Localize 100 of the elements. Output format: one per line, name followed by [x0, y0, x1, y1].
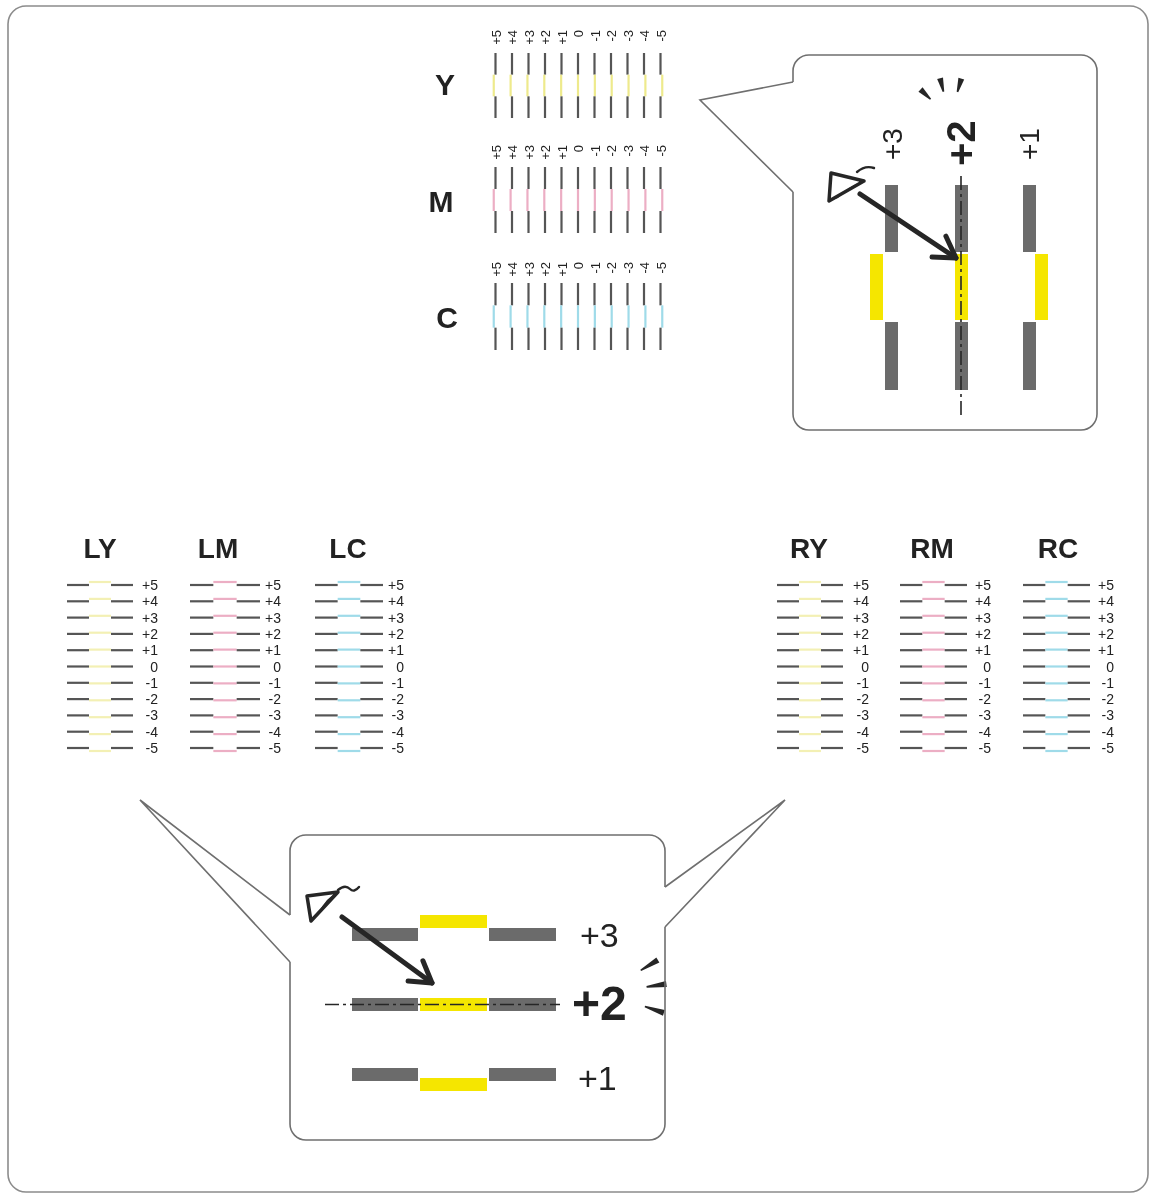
scale-number: +3 [265, 610, 281, 625]
scale-number: -3 [391, 708, 404, 723]
callout-box [793, 55, 1097, 430]
scale-number: +4 [1098, 594, 1114, 609]
scale-number: +1 [1098, 643, 1114, 658]
scale-number: -2 [145, 692, 158, 707]
scale-number: +5 [489, 262, 502, 277]
scale-number: -1 [856, 675, 869, 690]
scale-number: 0 [273, 659, 281, 674]
scale-number: -1 [588, 30, 601, 42]
scale-number: -1 [268, 675, 281, 690]
scale-number: -2 [604, 145, 618, 157]
scale-number: +5 [1098, 578, 1114, 592]
scale-number: -3 [978, 708, 991, 723]
scale-number: -1 [978, 675, 991, 690]
scale-number: +3 [975, 610, 991, 625]
scale-number: +3 [522, 262, 535, 277]
scale-number: -1 [588, 145, 601, 157]
scale-number: +3 [853, 610, 869, 625]
scale-number: -2 [1101, 692, 1114, 707]
scale-number: -2 [604, 30, 618, 42]
callout-box [290, 835, 665, 1140]
scale-number: +5 [975, 578, 991, 592]
scale-number: +2 [265, 626, 281, 641]
scale-number: +2 [941, 120, 981, 166]
scale-number: -5 [1101, 741, 1114, 755]
pattern-heading: Y [435, 70, 455, 100]
scale-number: +2 [975, 626, 991, 641]
scale-number: -3 [145, 708, 158, 723]
scale-number: +3 [580, 918, 619, 952]
scale-number: +3 [879, 128, 907, 160]
pattern-heading: RY [790, 535, 828, 563]
scale-number: +2 [572, 980, 627, 1028]
scale-number: +2 [1098, 626, 1114, 641]
scale-number: +2 [853, 626, 869, 641]
scale-number: +3 [388, 610, 404, 625]
scale-number: -4 [856, 724, 869, 739]
pattern-heading: LC [329, 535, 367, 563]
scale-number: -2 [391, 692, 404, 707]
scale-number: -5 [654, 30, 667, 42]
scale-number: -1 [145, 675, 158, 690]
scale-number: 0 [861, 659, 869, 674]
scale-number: +3 [142, 610, 158, 625]
scale-number: +4 [142, 594, 158, 609]
scale-number: -4 [637, 262, 651, 274]
scale-number: +5 [489, 145, 502, 160]
scale-number: -4 [1101, 724, 1114, 739]
scale-number: +5 [265, 578, 281, 592]
scale-number: -3 [1101, 708, 1114, 723]
scale-number: +4 [265, 594, 281, 609]
scale-number: +2 [388, 626, 404, 641]
scale-number: +4 [505, 145, 519, 160]
scale-number: 0 [150, 659, 158, 674]
scale-number: -4 [978, 724, 991, 739]
scale-number: +1 [975, 643, 991, 658]
scale-number: +5 [489, 30, 502, 45]
scale-number: -5 [145, 741, 158, 755]
scale-number: +5 [853, 578, 869, 592]
scale-number: +2 [142, 626, 158, 641]
scale-number: -4 [145, 724, 158, 739]
scale-number: +1 [1016, 128, 1044, 160]
scale-number: -5 [856, 741, 869, 755]
scale-number: -1 [391, 675, 404, 690]
scale-number: -3 [856, 708, 869, 723]
scale-number: +1 [555, 30, 568, 45]
scale-number: +2 [538, 262, 552, 277]
scale-number: +4 [975, 594, 991, 609]
scale-number: -2 [604, 262, 618, 274]
pattern-heading: LY [83, 535, 117, 563]
scale-number: +1 [578, 1061, 617, 1095]
scale-number: +1 [388, 643, 404, 658]
scale-number: -1 [588, 262, 601, 274]
scale-number: -4 [637, 30, 651, 42]
scale-number: +2 [538, 145, 552, 160]
scale-number: 0 [983, 659, 991, 674]
scale-number: +4 [505, 30, 519, 45]
scale-number: +1 [555, 262, 568, 277]
scale-number: 0 [571, 262, 585, 270]
scale-number: -5 [391, 741, 404, 755]
scale-number: +2 [538, 30, 552, 45]
scale-number: -2 [268, 692, 281, 707]
scale-number: -3 [621, 262, 634, 274]
scale-number: -5 [654, 262, 667, 274]
scale-number: -5 [978, 741, 991, 755]
scale-number: +1 [853, 643, 869, 658]
scale-number: +3 [522, 145, 535, 160]
scale-number: +1 [142, 643, 158, 658]
scale-number: +3 [1098, 610, 1114, 625]
scale-number: -4 [637, 145, 651, 157]
scale-number: +1 [555, 145, 568, 160]
scale-number: +1 [265, 643, 281, 658]
scale-number: -2 [978, 692, 991, 707]
scale-number: 0 [396, 659, 404, 674]
scale-number: 0 [571, 30, 585, 38]
scale-number: -1 [1101, 675, 1114, 690]
scale-number: +5 [388, 578, 404, 592]
scale-number: -3 [621, 145, 634, 157]
scale-number: +4 [853, 594, 869, 609]
scale-number: 0 [571, 145, 585, 153]
scale-number: -5 [654, 145, 667, 157]
